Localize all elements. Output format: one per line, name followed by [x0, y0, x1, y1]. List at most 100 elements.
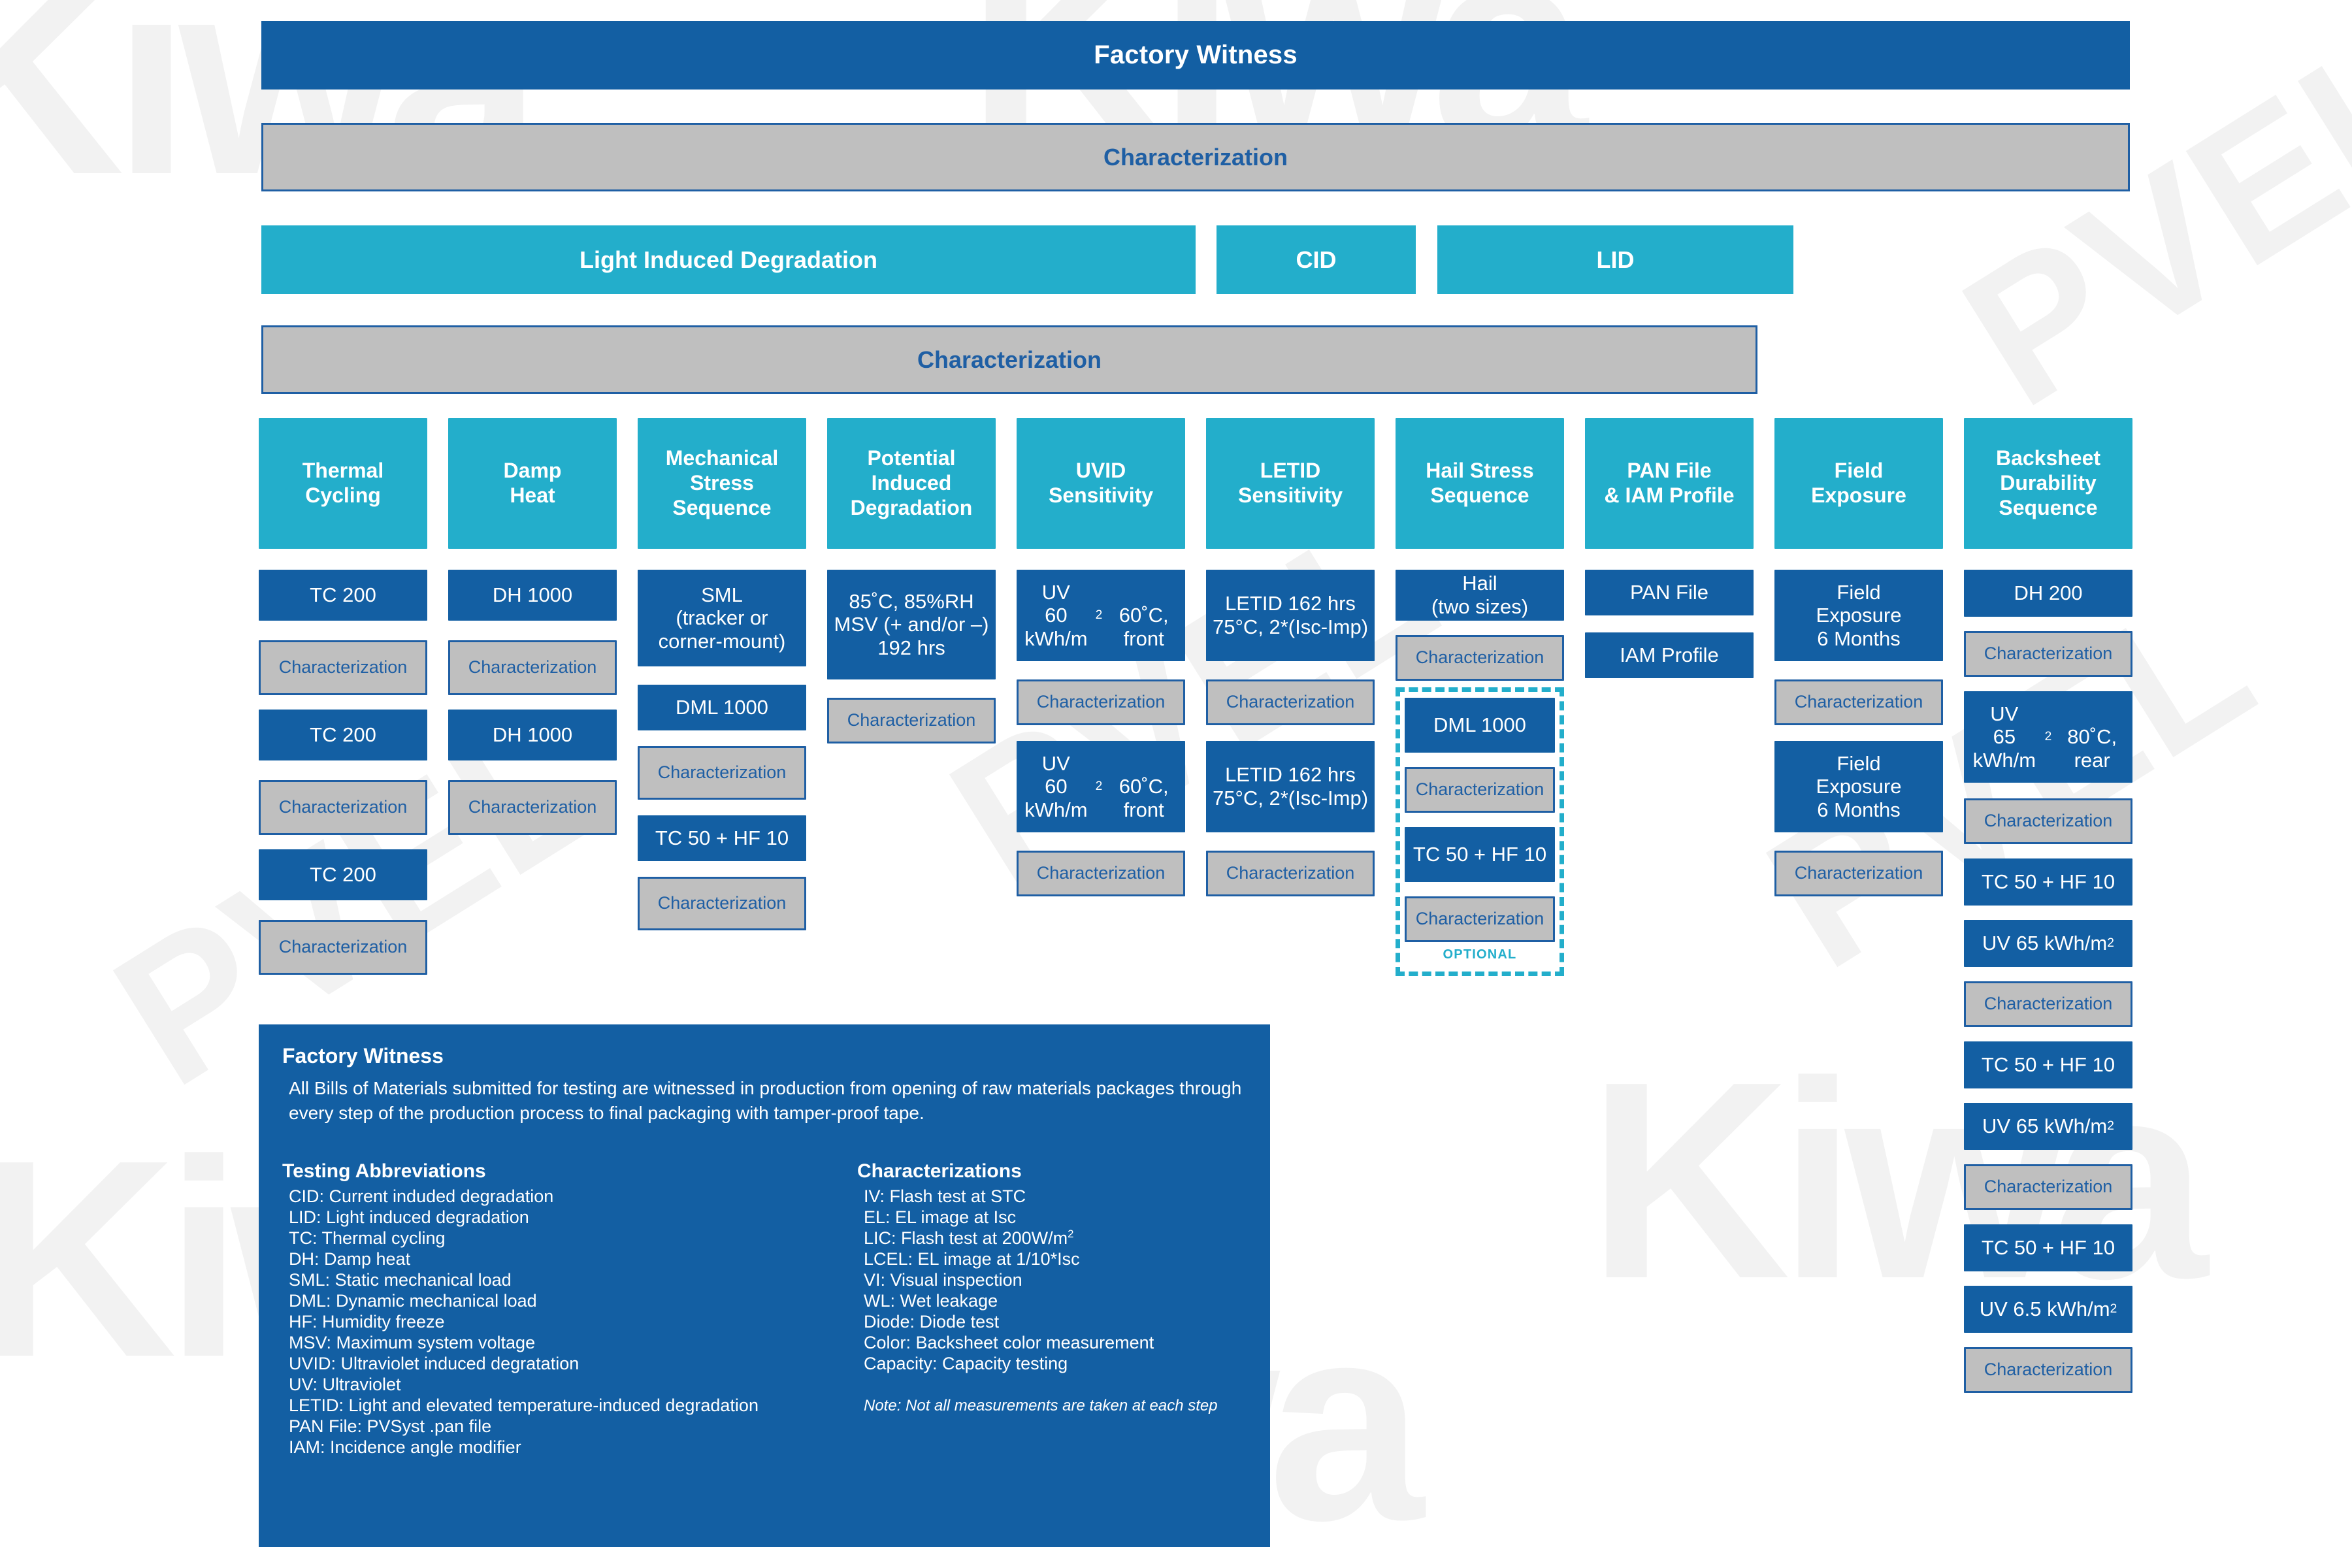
- legend-characterizations-title: Characterizations: [857, 1160, 1022, 1183]
- test-step-cell: TC 50 + HF 10: [1964, 1224, 2132, 1271]
- characterization-cell: Characterization: [638, 746, 806, 800]
- characterization-cell: Characterization: [1964, 798, 2132, 844]
- legend-abbreviation-item: CID: Current induded degradation: [289, 1186, 554, 1207]
- test-step-cell: DML 1000: [638, 685, 806, 730]
- test-step-cell: TC 200: [259, 570, 427, 621]
- characterization-cell: Characterization: [638, 877, 806, 930]
- legend-abbreviation-item: LETID: Light and elevated temperature-in…: [289, 1395, 759, 1415]
- test-step-cell: TC 50 + HF 10: [1405, 827, 1555, 882]
- legend-abbreviation-item: TC: Thermal cycling: [289, 1228, 446, 1248]
- characterization-cell: Characterization: [1396, 635, 1564, 681]
- legend-characterization-item: Diode: Diode test: [864, 1311, 1000, 1331]
- test-step-cell: TC 50 + HF 10: [638, 815, 806, 861]
- characterization-cell: Characterization: [1017, 679, 1185, 725]
- characterization-cell: Characterization: [1774, 851, 1943, 896]
- characterization-cell: Characterization: [448, 640, 617, 695]
- legend-abbreviation-item: UVID: Ultraviolet induced degratation: [289, 1353, 580, 1373]
- legend-characterization-item: IV: Flash test at STC: [864, 1186, 1026, 1207]
- characterization-cell: Characterization: [1405, 767, 1555, 813]
- characterization-cell: Characterization: [448, 780, 617, 835]
- characterization-cell: Characterization: [1774, 679, 1943, 725]
- characterization-band-second: Characterization: [261, 325, 1757, 394]
- characterization-cell: Characterization: [1206, 851, 1375, 896]
- test-step-cell: IAM Profile: [1585, 632, 1754, 678]
- test-step-cell: DH 1000: [448, 570, 617, 621]
- characterization-band-top: Characterization: [261, 123, 2130, 191]
- column-header-pan-file-iam-profile: PAN File& IAM Profile: [1585, 418, 1754, 549]
- legend-abbreviation-item: LID: Light induced degradation: [289, 1207, 529, 1228]
- characterization-cell: Characterization: [259, 640, 427, 695]
- optional-sequence-frame: [1396, 687, 1564, 976]
- legend-abbreviation-item: IAM: Incidence angle modifier: [289, 1437, 521, 1457]
- legend-characterization-item: Color: Backsheet color measurement: [864, 1332, 1154, 1352]
- test-step-cell: TC 50 + HF 10: [1964, 858, 2132, 906]
- characterization-cell: Characterization: [1964, 981, 2132, 1027]
- legend-panel: Factory Witness All Bills of Materials s…: [259, 1024, 1270, 1547]
- legend-abbreviation-item: DH: Damp heat: [289, 1249, 411, 1269]
- test-step-cell: DH 1000: [448, 710, 617, 760]
- legend-title: Factory Witness: [282, 1044, 444, 1068]
- legend-abbreviations-title: Testing Abbreviations: [282, 1160, 486, 1183]
- legend-abbreviations-column: Testing Abbreviations CID: Current indud…: [282, 1160, 857, 1458]
- characterization-cell: Characterization: [1206, 679, 1375, 725]
- legend-description: All Bills of Materials submitted for tes…: [289, 1078, 1242, 1123]
- legend-characterization-item: Capacity: Capacity testing: [864, 1353, 1068, 1373]
- lid-band: LID: [1437, 225, 1793, 294]
- optional-label: OPTIONAL: [1443, 947, 1517, 962]
- legend-abbreviation-item: SML: Static mechanical load: [289, 1269, 512, 1290]
- characterization-cell: Characterization: [827, 698, 996, 743]
- legend-characterization-item: EL: EL image at Isc: [864, 1207, 1017, 1228]
- characterization-cell: Characterization: [259, 780, 427, 835]
- characterization-cell: Characterization: [1964, 631, 2132, 677]
- legend-abbreviation-item: MSV: Maximum system voltage: [289, 1332, 536, 1352]
- legend-abbreviation-item: UV: Ultraviolet: [289, 1374, 401, 1394]
- characterization-cell: Characterization: [259, 920, 427, 975]
- characterization-cell: Characterization: [1964, 1347, 2132, 1393]
- legend-characterization-item: VI: Visual inspection: [864, 1269, 1022, 1290]
- legend-note: Note: Not all measurements are taken at …: [864, 1396, 1218, 1414]
- legend-characterization-item: LIC: Flash test at 200W/m2: [864, 1228, 1074, 1248]
- test-step-cell: TC 200: [259, 710, 427, 760]
- page-title: Factory Witness: [261, 21, 2130, 90]
- legend-abbreviation-item: HF: Humidity freeze: [289, 1311, 445, 1331]
- cid-band: CID: [1217, 225, 1416, 294]
- characterization-cell: Characterization: [1017, 851, 1185, 896]
